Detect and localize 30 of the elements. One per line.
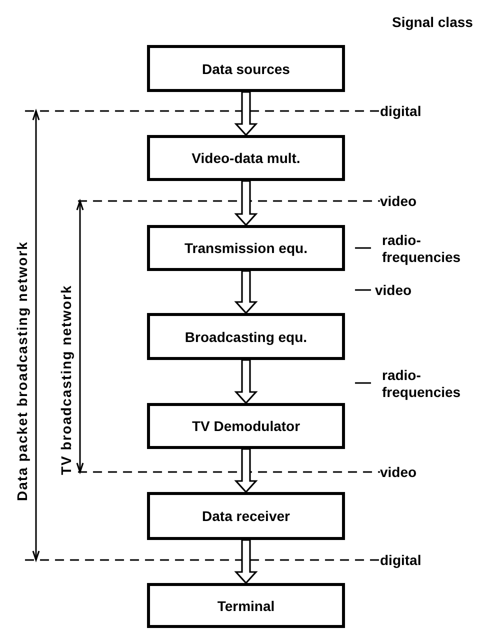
hollow-arrow [234, 539, 258, 584]
box-label: Data receiver [202, 508, 290, 524]
signal-label: video [380, 464, 417, 480]
box-label: TV Demodulator [192, 418, 300, 434]
hollow-arrow [234, 359, 258, 404]
hollow-arrow [234, 448, 258, 494]
box-label: Terminal [217, 598, 275, 614]
hollow-arrow [234, 91, 258, 136]
box-label: Video-data mult. [192, 150, 300, 166]
process-box [147, 135, 345, 181]
process-box [147, 45, 345, 92]
signal-label: video [380, 193, 417, 209]
hollow-arrow [234, 180, 258, 226]
process-box [147, 403, 345, 449]
box-label: Broadcasting equ. [184, 328, 308, 344]
column-heading: Signal class [392, 14, 473, 30]
process-box [147, 583, 345, 628]
process-box [147, 313, 345, 360]
hollow-arrow [234, 270, 258, 314]
bracket-label: Data packet broadcasting network [14, 241, 30, 501]
signal-label: radio-frequencies [382, 367, 462, 401]
box-label: Transmission equ. [184, 240, 308, 256]
signal-label: radio-frequencies [382, 232, 462, 266]
signal-label: video [375, 282, 412, 298]
signal-label: digital [380, 103, 422, 119]
process-box [147, 492, 345, 540]
process-box [147, 225, 345, 271]
box-label: Data sources [202, 60, 290, 76]
bracket-label: TV broadcasting network [58, 284, 74, 475]
signal-label: digital [380, 552, 422, 568]
